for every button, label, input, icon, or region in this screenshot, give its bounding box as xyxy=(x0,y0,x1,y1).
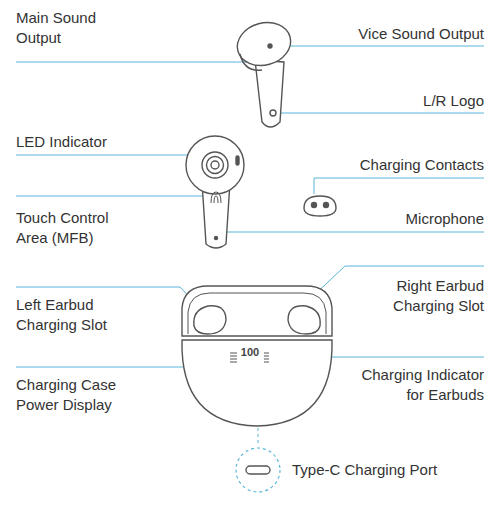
touch-ring xyxy=(202,152,228,178)
part-label: Type-C Charging Port xyxy=(292,460,482,480)
microphone-hole xyxy=(215,237,218,240)
leader-line xyxy=(16,196,210,197)
part-label: Microphone xyxy=(344,209,484,229)
leader-line xyxy=(16,155,200,156)
leader-line xyxy=(314,178,484,194)
part-label: Right Earbud Charging Slot xyxy=(356,276,484,316)
case-lid xyxy=(182,286,332,336)
earbud-indicator-icon xyxy=(264,353,269,362)
contact-pin xyxy=(312,203,317,208)
case-body xyxy=(182,340,332,426)
part-label: LED Indicator xyxy=(16,132,166,152)
contact-pin xyxy=(324,203,329,208)
charging-contacts-part xyxy=(304,196,336,216)
leader-line xyxy=(16,62,246,63)
usb-c-port xyxy=(246,466,270,474)
leader-line xyxy=(222,232,484,233)
leader-line xyxy=(278,113,484,114)
charging-case xyxy=(182,286,332,426)
top-earbud xyxy=(232,17,295,127)
battery-icon xyxy=(230,353,237,362)
part-label: L/R Logo xyxy=(364,91,484,111)
display-reading: 100 xyxy=(238,346,262,358)
front-earbud xyxy=(186,136,244,248)
led-indicator xyxy=(236,156,239,165)
leader-line xyxy=(258,428,259,446)
right-slot xyxy=(288,306,320,334)
case-rim xyxy=(188,293,326,334)
part-label: Touch Control Area (MFB) xyxy=(16,208,138,248)
part-label: Vice Sound Output xyxy=(304,24,484,44)
leader-line xyxy=(272,46,484,47)
contact-housing xyxy=(304,196,336,216)
leader-lines xyxy=(16,46,484,446)
vice-sound-hole xyxy=(268,44,272,48)
port-callout-circle xyxy=(236,448,280,492)
fingerprint-icon xyxy=(211,192,221,203)
part-label: Charging Indicator for Earbuds xyxy=(342,365,484,405)
lr-logo-mark xyxy=(270,110,276,116)
type-c-port xyxy=(236,448,280,492)
earbud-head xyxy=(232,17,295,72)
sound-nozzle xyxy=(240,54,262,70)
left-slot xyxy=(194,306,226,334)
touch-ring xyxy=(211,161,219,169)
part-label: Charging Case Power Display xyxy=(16,375,148,415)
part-label: Charging Contacts xyxy=(324,155,484,175)
earbud-head xyxy=(186,136,244,194)
part-label: Left Earbud Charging Slot xyxy=(16,295,144,335)
part-label: Main Sound Output xyxy=(16,8,128,48)
touch-ring xyxy=(207,157,224,174)
